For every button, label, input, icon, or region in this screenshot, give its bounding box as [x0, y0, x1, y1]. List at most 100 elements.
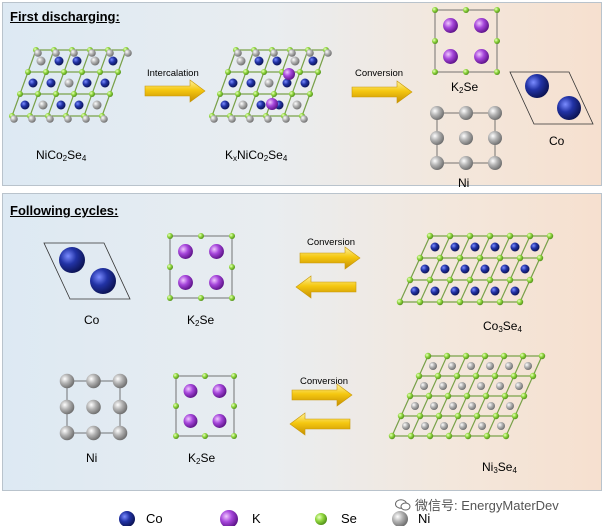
co-cell-1	[509, 71, 594, 125]
se-atom	[500, 352, 508, 360]
metal-atom	[36, 56, 46, 66]
nico2se4-label: NiCo2Se4	[36, 148, 87, 163]
metal-atom	[56, 100, 66, 110]
se-atom	[416, 298, 424, 306]
legend-se-label: Se	[341, 511, 357, 526]
se-atom	[472, 372, 480, 380]
conversion-label-3: Conversion	[300, 376, 349, 387]
se-atom	[198, 233, 204, 239]
se-atom	[397, 412, 405, 420]
co3se4-label: Co3Se4	[483, 319, 522, 334]
se-atom	[443, 352, 451, 360]
se-atom	[388, 432, 396, 440]
se-atom	[536, 254, 544, 262]
se-atom	[432, 7, 438, 13]
metal-atom	[402, 422, 410, 430]
ni-atom	[86, 373, 101, 389]
ni-atom	[59, 425, 75, 441]
k-atom	[212, 414, 227, 428]
legend-co-label: Co	[146, 511, 163, 526]
metal-atom	[486, 362, 494, 370]
se-atom	[253, 91, 259, 97]
se-atom	[538, 352, 546, 360]
metal-atom	[429, 362, 437, 370]
se-atom	[466, 232, 474, 240]
metal-atom	[38, 100, 48, 110]
kxnico2se4-label: KxNiCo2Se4	[225, 148, 288, 163]
se-atom	[25, 69, 31, 75]
ni3se4-structure	[388, 352, 546, 440]
metal-atom	[510, 286, 520, 296]
se-atom	[425, 392, 433, 400]
k-atom	[474, 18, 489, 33]
se-atom	[167, 264, 173, 270]
ni-atom	[88, 49, 96, 57]
metal-atom	[490, 286, 500, 296]
se-atom	[454, 412, 462, 420]
metal-atom	[440, 422, 448, 430]
ni-atom	[300, 115, 308, 123]
k-atom	[178, 244, 193, 259]
se-atom	[173, 403, 179, 409]
metal-atom	[74, 100, 84, 110]
se-atom	[486, 276, 494, 284]
k-atom	[443, 49, 458, 64]
ni-atom	[282, 115, 290, 123]
se-atom	[416, 254, 424, 262]
metal-atom	[439, 382, 447, 390]
se-atom	[476, 298, 484, 306]
ni-atom	[459, 156, 473, 170]
metal-atom	[460, 264, 470, 274]
metal-atom	[480, 264, 490, 274]
k-atom	[266, 98, 278, 110]
k2se-label-3: K2Se	[188, 451, 216, 466]
se-atom	[202, 433, 208, 439]
metal-atom	[72, 56, 82, 66]
metal-atom	[477, 382, 485, 390]
se-atom	[481, 352, 489, 360]
se-atom	[307, 91, 313, 97]
co-label-1: Co	[549, 134, 565, 148]
k-atom	[183, 384, 198, 398]
se-atom	[229, 233, 235, 239]
metal-atom	[308, 56, 318, 66]
se-atom	[491, 372, 499, 380]
se-atom	[453, 372, 461, 380]
intercalation-label: Intercalation	[147, 68, 199, 79]
metal-atom	[497, 422, 505, 430]
se-atom	[406, 392, 414, 400]
se-atom	[79, 69, 85, 75]
metal-atom	[64, 78, 74, 88]
se-atom	[407, 432, 415, 440]
se-atom	[494, 7, 500, 13]
metal-atom	[490, 242, 500, 252]
legend-k-label: K	[252, 511, 261, 526]
metal-atom	[290, 56, 300, 66]
se-atom	[462, 352, 470, 360]
metal-atom	[28, 78, 38, 88]
conversion-arrow-forward-2	[299, 246, 361, 270]
se-atom	[289, 91, 295, 97]
se-atom	[456, 298, 464, 306]
ni-atom	[86, 425, 101, 441]
se-atom	[35, 91, 41, 97]
metal-atom	[515, 382, 523, 390]
ni-atom	[106, 49, 114, 57]
se-atom	[261, 69, 267, 75]
ni-label-1: Ni	[458, 176, 470, 190]
se-atom	[97, 69, 103, 75]
se-atom	[473, 412, 481, 420]
metal-atom	[450, 242, 460, 252]
se-atom	[511, 412, 519, 420]
se-atom	[516, 254, 524, 262]
ni-atom	[306, 49, 314, 57]
se-atom	[516, 298, 524, 306]
ni-atom	[459, 106, 473, 120]
se-atom	[107, 91, 113, 97]
se-atom	[446, 276, 454, 284]
se-atom	[415, 372, 423, 380]
legend-co-icon	[119, 511, 135, 526]
metal-atom	[530, 242, 540, 252]
se-atom	[406, 276, 414, 284]
